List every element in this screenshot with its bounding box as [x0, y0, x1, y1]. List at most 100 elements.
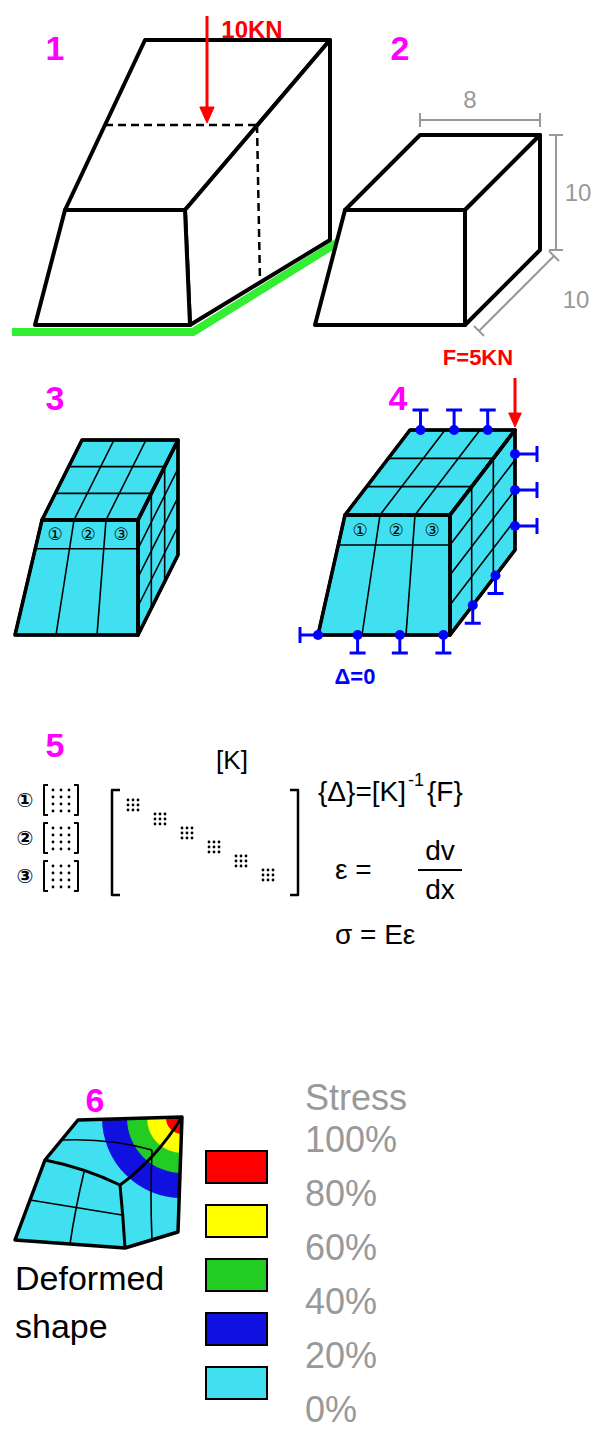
support-symbol [446, 409, 462, 412]
element-number: ③ [17, 866, 34, 886]
support-pin [395, 630, 405, 640]
matrix-entry [154, 823, 157, 826]
matrix-entry [191, 837, 194, 840]
matrix-entry [235, 860, 238, 863]
matrix-entry [68, 879, 71, 882]
matrix-entry [68, 834, 71, 837]
matrix-entry [240, 855, 243, 858]
legend-label: 80% [305, 1176, 377, 1212]
step-number: 1 [46, 31, 65, 65]
dimension-line [420, 119, 540, 121]
mesh-line [106, 440, 146, 520]
legend-title: Stress [305, 1080, 407, 1116]
support-symbol [392, 652, 408, 655]
matrix-entry [52, 865, 55, 868]
fraction-bar [418, 869, 462, 871]
mesh-line [367, 486, 472, 488]
matrix-entry [181, 837, 184, 840]
matrix-entry [60, 789, 63, 792]
block-face [450, 430, 515, 635]
support-pin [491, 571, 501, 581]
step-number: 5 [46, 728, 65, 762]
block-face [138, 440, 178, 635]
mesh-line [69, 466, 165, 468]
matrix-entry [137, 809, 140, 812]
legend-swatch [205, 1312, 268, 1346]
matrix-entry [186, 827, 189, 830]
matrix-entry [164, 823, 167, 826]
matrix-entry [218, 851, 221, 854]
matrix-bracket [74, 823, 78, 853]
support-pin [468, 600, 478, 610]
support-pin [510, 485, 520, 495]
matrix-entry [68, 827, 71, 830]
equation: {F} [427, 778, 463, 806]
step-number: 4 [389, 381, 408, 415]
matrix-entry [60, 886, 63, 889]
support-symbol [536, 518, 539, 534]
support-symbol [536, 446, 539, 462]
dimension-line [419, 113, 421, 127]
matrix-entry [267, 874, 270, 877]
element-number: ① [47, 526, 62, 543]
mesh-line [388, 458, 493, 460]
matrix-bracket [74, 785, 78, 815]
matrix-entry [186, 837, 189, 840]
support-pin [353, 630, 363, 640]
matrix-entry [191, 832, 194, 835]
matrix-entry [218, 841, 221, 844]
matrix-entry [60, 796, 63, 799]
matrix-entry [68, 886, 71, 889]
block-face [465, 135, 540, 325]
dimension-line [474, 326, 484, 336]
matrix-entry [52, 803, 55, 806]
equation: {Δ}=[K] [318, 778, 406, 806]
matrix-entry [181, 832, 184, 835]
legend-label: 100% [305, 1122, 397, 1158]
support-symbol [413, 409, 429, 412]
matrix-bracket [290, 790, 298, 895]
matrix-entry [68, 848, 71, 851]
block-face [315, 210, 465, 325]
matrix-entry [132, 799, 135, 802]
matrix-bracket [44, 785, 48, 815]
support-symbol [435, 652, 451, 655]
matrix-entry [245, 865, 248, 868]
block-face [15, 520, 138, 635]
support-label: Δ=0 [335, 666, 376, 688]
element-number: ③ [424, 522, 439, 539]
support-pin [438, 630, 448, 640]
matrix-entry [181, 827, 184, 830]
matrix-entry [137, 804, 140, 807]
mesh-line [97, 520, 106, 635]
mesh-line [151, 1150, 152, 1240]
matrix-entry [52, 879, 55, 882]
element-number: ② [17, 828, 34, 848]
support-pin [510, 449, 520, 459]
legend-swatch [205, 1366, 268, 1400]
dimension-line [549, 134, 563, 136]
meshed-block [15, 440, 178, 635]
element-number: ② [388, 522, 403, 539]
matrix-entry [159, 813, 162, 816]
step-number: 2 [391, 31, 410, 65]
matrix-entry [245, 855, 248, 858]
matrix-entry [218, 846, 221, 849]
matrix-entry [60, 848, 63, 851]
support-pin [449, 425, 459, 435]
dimension-line [479, 256, 554, 331]
legend-label: 20% [305, 1338, 377, 1374]
deformed-outline [15, 1117, 182, 1248]
legend-label: 0% [305, 1392, 357, 1428]
quarter-block [315, 113, 563, 336]
dimension-line [549, 251, 559, 261]
matrix-entry [132, 809, 135, 812]
mesh-line [55, 493, 151, 495]
matrix-entry [60, 841, 63, 844]
matrix-entry [127, 809, 130, 812]
matrix-entry [267, 869, 270, 872]
support-pin [510, 521, 520, 531]
matrix-entry [191, 827, 194, 830]
matrix-entry [60, 827, 63, 830]
